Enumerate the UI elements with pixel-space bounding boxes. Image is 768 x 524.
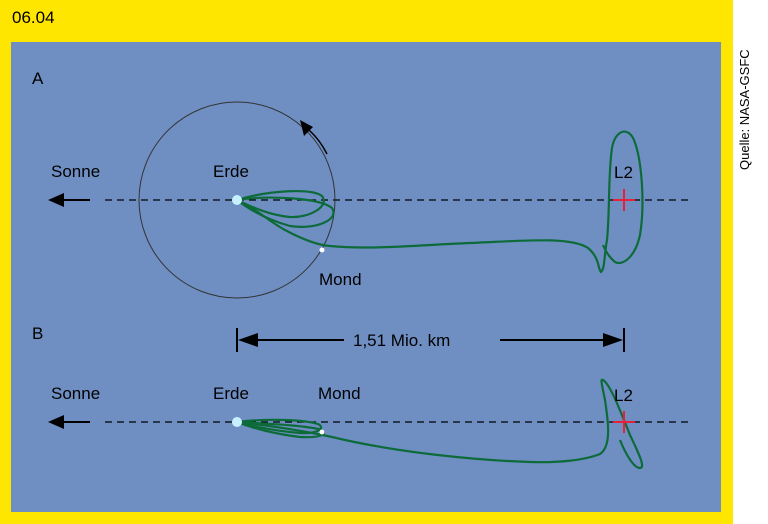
earth-label-a: Erde xyxy=(213,162,249,181)
earth-marker-b xyxy=(232,417,242,427)
moon-label-a: Mond xyxy=(319,270,362,289)
transfer-trajectory-a xyxy=(236,130,644,274)
figure-number: 06.04 xyxy=(12,8,55,27)
diagram-panel xyxy=(11,42,721,512)
transfer-trajectory-b xyxy=(236,378,644,470)
sun-direction-arrow-a xyxy=(48,193,90,207)
distance-label: 1,51 Mio. km xyxy=(353,331,450,350)
moon-orbit-circle xyxy=(138,101,336,299)
l2-marker-b xyxy=(613,411,635,433)
l2-label-a: L2 xyxy=(614,163,633,182)
diagram-b-label: B xyxy=(32,324,43,343)
moon-marker-a xyxy=(319,247,325,253)
earth-label-b: Erde xyxy=(213,384,249,403)
sun-label-a: Sonne xyxy=(51,162,100,181)
earth-marker-a xyxy=(232,195,242,205)
orbit-direction-arrow xyxy=(308,129,328,155)
orbit-arrowhead xyxy=(300,120,313,136)
distance-dimension xyxy=(236,328,625,352)
sun-direction-arrow-b xyxy=(48,415,90,429)
l2-label-b: L2 xyxy=(614,386,633,405)
moon-label-b: Mond xyxy=(318,384,361,403)
figure-frame: 06.04 xyxy=(0,0,733,524)
l2-marker-a xyxy=(613,189,635,211)
diagram-a-label: A xyxy=(32,69,44,88)
sun-label-b: Sonne xyxy=(51,384,100,403)
moon-marker-b xyxy=(319,429,325,435)
